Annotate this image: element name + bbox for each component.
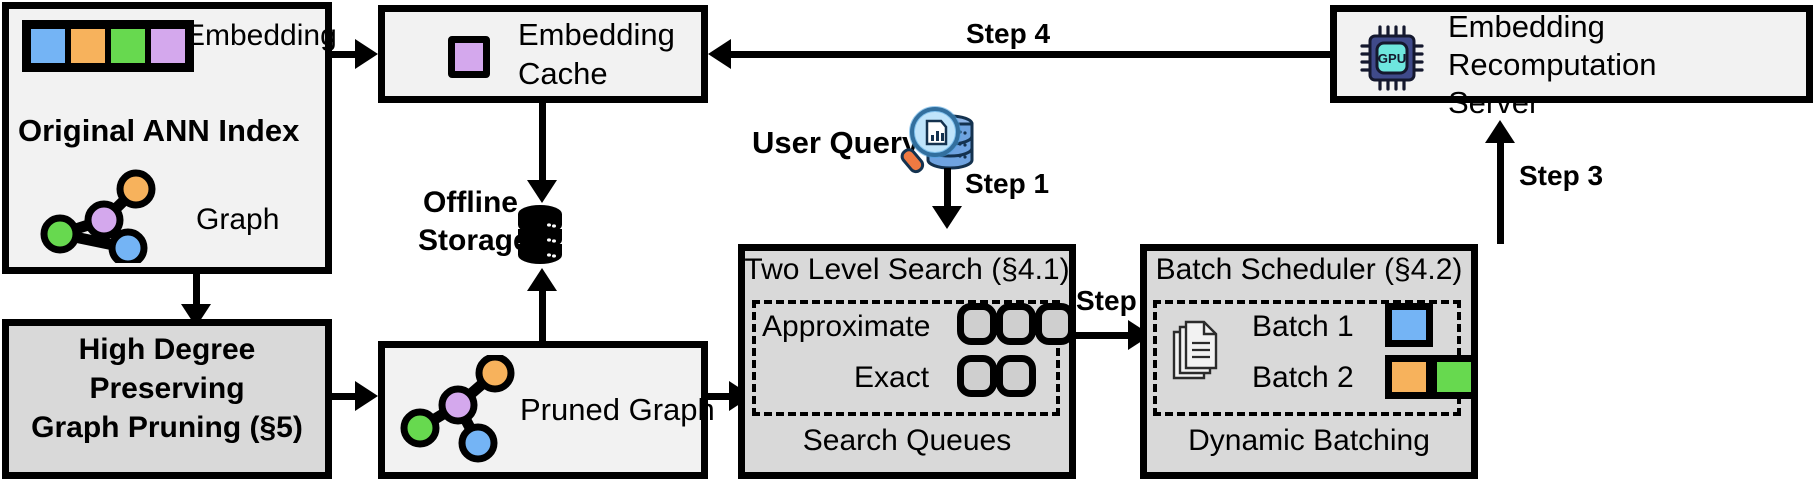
approximate-row-label: Approximate: [762, 310, 931, 343]
arrow-query-to-search-line: [944, 168, 951, 212]
pruned-graph-figure: [400, 355, 530, 465]
batch-scheduler-title: Batch Scheduler (§4.2): [1155, 253, 1463, 286]
original-graph-figure: [36, 168, 166, 263]
graph-label: Graph: [196, 203, 280, 236]
arrow-search-to-scheduler-line: [1076, 332, 1136, 339]
exact-queue-slot: [996, 355, 1036, 397]
approximate-queue-slot: [996, 303, 1036, 345]
search-queues-region: [752, 300, 1060, 416]
original-ann-index-title: Original ANN Index: [18, 113, 300, 148]
arrow-index-to-cache-line: [332, 51, 362, 58]
arrow-pruned-to-storage-line: [539, 288, 546, 344]
embedding-swatch-orange: [68, 26, 108, 66]
recomputation-server-label: Embedding Recomputation Server: [1448, 9, 1657, 120]
arrow-pruning-to-pruned-head: [355, 381, 378, 411]
arrow-pruned-to-search-line: [708, 393, 736, 400]
arrow-index-to-pruning-line: [193, 274, 200, 310]
approximate-queue-slot: [1035, 303, 1075, 345]
offline-storage-label: Offline Storage: [418, 186, 530, 257]
arrow-cache-to-storage-line: [539, 103, 546, 185]
graph-pruning-label: High Degree Preserving Graph Pruning (§5…: [31, 333, 303, 444]
search-queues-caption: Search Queues: [802, 424, 1012, 457]
pruned-graph-box: [378, 341, 708, 479]
embedding-swatch-blue: [28, 26, 68, 66]
batch-1-label: Batch 1: [1252, 310, 1354, 343]
embedding-swatch-purple: [148, 26, 188, 66]
batch-1-item-blue: [1385, 303, 1433, 347]
pruned-graph-label: Pruned Graph: [520, 392, 715, 427]
database-cylinder-icon: [516, 204, 564, 268]
embedding-swatch-strip: [22, 20, 194, 72]
approximate-queue-slot: [957, 303, 997, 345]
embedding-label: Embedding: [185, 19, 337, 52]
batch-2-label: Batch 2: [1252, 361, 1354, 394]
svg-text:GPU: GPU: [1378, 51, 1406, 66]
embedding-cache-swatch: [448, 36, 490, 78]
arrow-cache-to-storage-head: [527, 180, 557, 203]
two-level-search-title: Two Level Search (§4.1): [744, 253, 1070, 286]
dynamic-batching-caption: Dynamic Batching: [1188, 424, 1430, 457]
arrow-index-to-cache-head: [355, 39, 378, 69]
step-1-label: Step 1: [965, 168, 1050, 199]
exact-row-label: Exact: [854, 361, 930, 394]
arrow-scheduler-to-server-line: [1497, 143, 1504, 244]
magnifier-over-database-icon: [900, 103, 978, 177]
arrow-pruned-to-storage-head: [527, 268, 557, 291]
graph-pruning-box: [2, 319, 332, 479]
gpu-chip-icon: GPU: [1358, 24, 1430, 92]
arrow-server-to-cache-line: [730, 51, 1330, 58]
arrow-server-to-cache-head: [708, 39, 731, 69]
arrow-query-to-search-head: [932, 206, 962, 229]
arrow-scheduler-to-server-head: [1485, 120, 1515, 143]
step-3-label: Step 3: [1519, 160, 1604, 191]
exact-queue-slot: [957, 355, 997, 397]
batch-2-item-green: [1430, 355, 1478, 399]
step-4-label: Step 4: [966, 18, 1051, 49]
arrow-pruning-to-pruned-line: [332, 393, 362, 400]
documents-stack-icon: [1170, 318, 1224, 384]
user-query-label: User Query: [752, 125, 920, 160]
embedding-cache-label: Embedding Cache: [518, 17, 675, 91]
embedding-cache-box: [378, 5, 708, 103]
batch-2-item-orange: [1385, 355, 1433, 399]
embedding-swatch-green: [108, 26, 148, 66]
